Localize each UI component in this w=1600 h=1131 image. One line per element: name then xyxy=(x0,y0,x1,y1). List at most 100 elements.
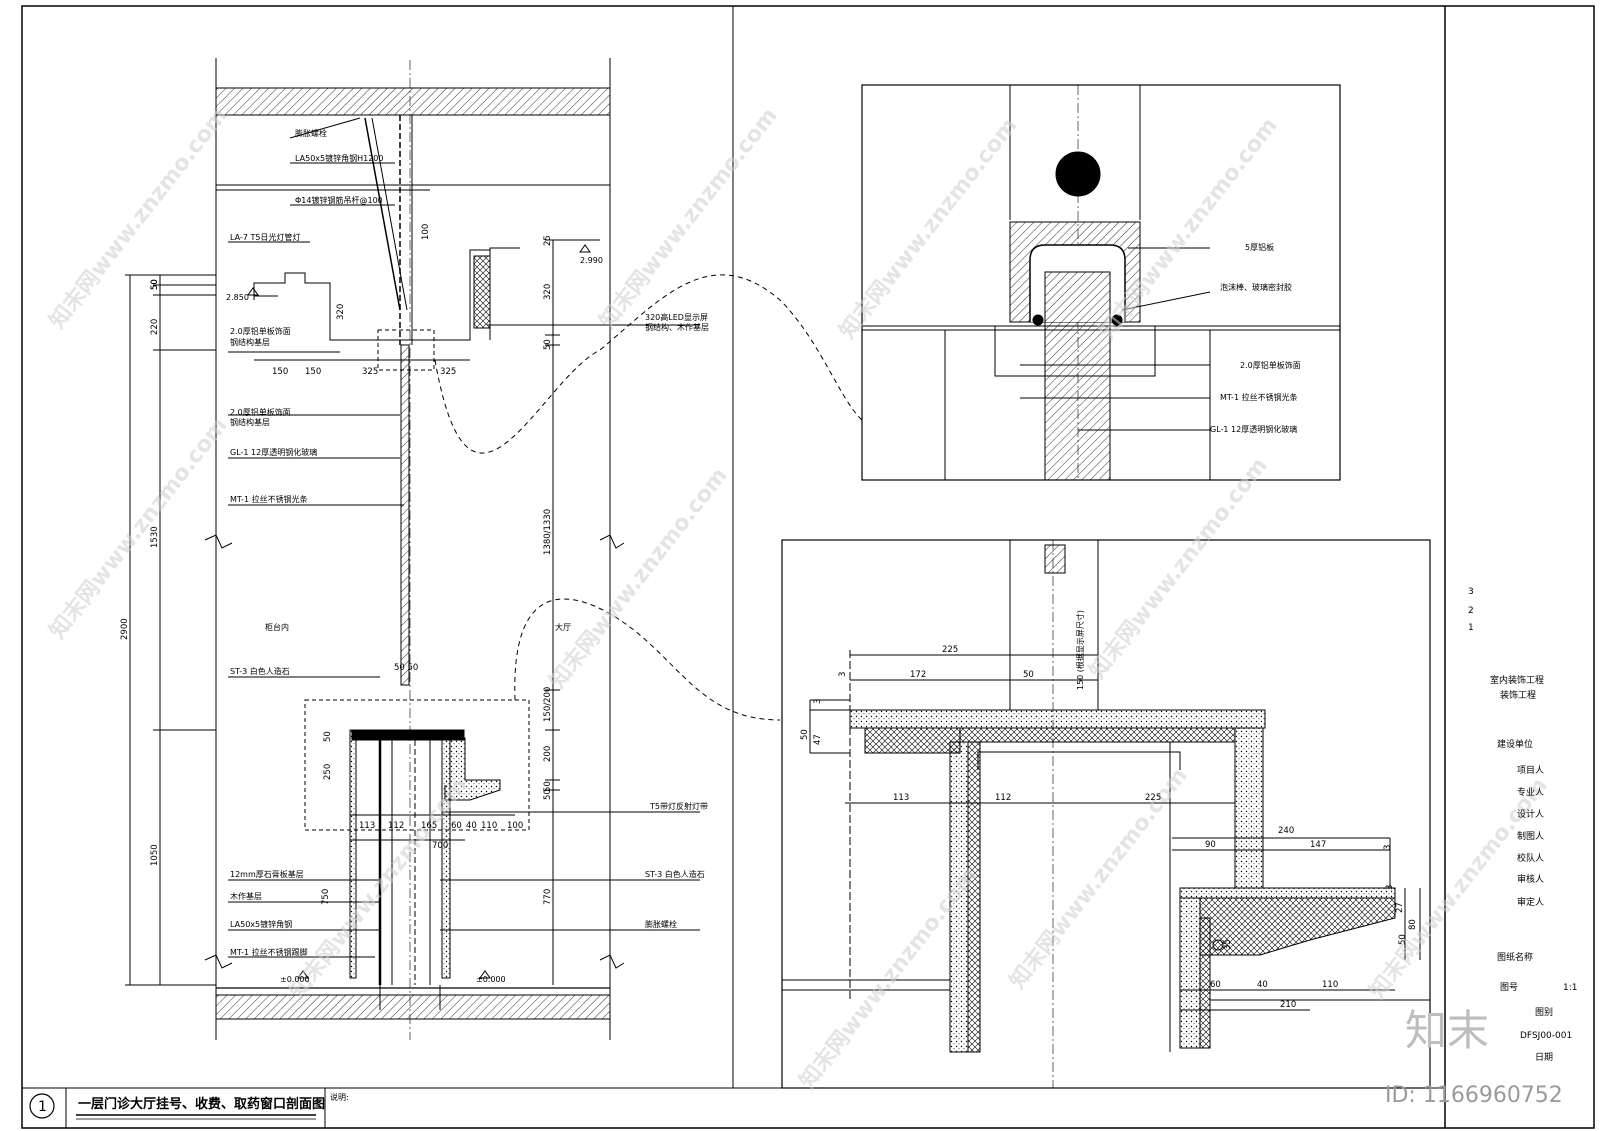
detail-top xyxy=(861,84,1341,481)
dimension-label: 90 xyxy=(1205,840,1216,850)
dimension-label: 113 xyxy=(359,821,375,831)
dimension-label: 50 xyxy=(150,279,160,290)
notes-label: 说明: xyxy=(330,1092,349,1102)
drawing-number: DFSJ00-001 xyxy=(1520,1031,1572,1041)
dimension-label: 3 xyxy=(838,672,848,677)
brand-logo: 知末 xyxy=(1405,1006,1489,1055)
callout-label: 2.0厚铝单板饰面 xyxy=(1240,360,1301,370)
watermark-text: 知末网www.znzmo.com xyxy=(594,103,782,334)
dimension-label: 60 xyxy=(1210,980,1221,990)
dimension-label: 200 xyxy=(543,746,553,762)
dimension-label: 50 xyxy=(1023,670,1034,680)
room-label: 柜台内 xyxy=(265,622,289,632)
scale-value: 1:1 xyxy=(1563,983,1577,993)
dimension-label: 220 xyxy=(150,319,160,335)
callout-label: 钢结构、木作基层 xyxy=(645,322,709,332)
callout-label: Φ14镀锌钢筋吊杆@100 xyxy=(295,195,383,205)
callout-label: 膨胀螺栓 xyxy=(645,919,677,929)
callout-label: 320高LED显示屏 xyxy=(645,312,708,322)
dimension-label: 700 xyxy=(432,841,448,851)
dimension-label: 3 xyxy=(1385,885,1395,890)
elevation-label: ±0.000 xyxy=(476,975,506,984)
callout-label: 钢结构基层 xyxy=(230,337,270,347)
field-label: 制图人 xyxy=(1517,830,1544,842)
field-label: 专业人 xyxy=(1517,786,1544,798)
dimension-label: 50 xyxy=(543,781,553,792)
elevation-labels: 2.850 2.990 ±0.000 ±0.000 xyxy=(226,256,603,984)
elevation-label: 2.850 xyxy=(226,293,249,302)
dimension-label: 225 xyxy=(942,645,958,655)
detail-bottom xyxy=(781,539,1431,1089)
field-label: 审定人 xyxy=(1517,896,1544,908)
footer-title-bar: 1 一层门诊大厅挂号、收费、取药窗口剖面图 说明: xyxy=(29,1092,349,1120)
elevation-label: 2.990 xyxy=(580,256,603,265)
field-label: 建设单位 xyxy=(1497,738,1533,750)
dimension-label: 50 xyxy=(543,339,553,350)
dimension-label: 320 xyxy=(336,304,346,320)
dimension-label: 240 xyxy=(1278,826,1294,836)
dimension-label: 50 xyxy=(800,729,810,740)
dimension-label: 225 xyxy=(1145,793,1161,803)
field-label: 日期 xyxy=(1535,1052,1553,1063)
dimension-label: 210 xyxy=(1280,1000,1296,1010)
drawing-number-circle xyxy=(29,1093,55,1119)
project-subname: 装饰工程 xyxy=(1500,689,1536,701)
callout-label: ST-3 白色人造石 xyxy=(230,666,290,676)
revision-row: 1 xyxy=(1468,623,1474,633)
dimension-label: 50 50 xyxy=(394,663,418,673)
callout-label: MT-1 拉丝不锈钢光条 xyxy=(1220,392,1298,402)
dimension-label: 325 xyxy=(362,367,378,377)
callout-label: 12mm厚石膏板基层 xyxy=(230,869,304,879)
dimension-label: 27 xyxy=(1395,902,1405,913)
sheet-frame xyxy=(21,5,1595,1129)
dimension-label: 35 xyxy=(1223,939,1233,950)
watermark-text: 知末网www.znzmo.com xyxy=(1084,453,1272,684)
dimension-label: 50 xyxy=(150,279,160,290)
callout-label: MT-1 拉丝不锈钢踢脚 xyxy=(230,947,308,957)
dimension-label: 50 xyxy=(543,789,553,800)
callout-label: 2.0厚铝单板饰面 xyxy=(230,407,291,417)
dimension-label: 770 xyxy=(543,889,553,905)
dimension-label: 100 xyxy=(421,224,431,240)
dimension-label: 110 xyxy=(481,821,497,831)
id-label: ID: 1166960752 xyxy=(1385,1083,1563,1108)
dimension-label: 150 xyxy=(305,367,321,377)
dimension-label: 60 xyxy=(451,821,462,831)
callout-label: 膨胀螺栓 xyxy=(295,128,327,138)
dimension-label: 80 xyxy=(1408,919,1418,930)
callout-label: 2.0厚铝单板饰面 xyxy=(230,326,291,336)
dimension-label: 3 xyxy=(1383,845,1393,850)
watermark-layer: 知末网www.znzmo.com 知末网www.znzmo.com 知末网www… xyxy=(44,103,1552,1094)
room-labels: 柜台内 大厅 xyxy=(265,622,571,632)
callout-label: LA50x5镀锌角钢H1200 xyxy=(295,153,384,163)
dimension-label: 2900 xyxy=(120,618,130,640)
drawing-title: 一层门诊大厅挂号、收费、取药窗口剖面图 xyxy=(78,1096,325,1112)
elevation-label: ±0.000 xyxy=(280,975,310,984)
left-section xyxy=(125,58,863,1040)
callout-label: LA50x5镀锌角钢 xyxy=(230,919,292,929)
detail-bottom-vertical-note: 150 (根据显示屏尺寸) xyxy=(1075,610,1085,690)
dimension-label: 113 xyxy=(893,793,909,803)
callout-label: GL-1 12厚透明钢化玻璃 xyxy=(1210,424,1297,434)
field-label: 校队人 xyxy=(1517,852,1544,864)
dimension-label: 165 xyxy=(421,821,437,831)
callout-label: 木作基层 xyxy=(230,891,262,901)
field-label: 图纸名称 xyxy=(1497,951,1533,963)
dimension-label: 1050 xyxy=(150,844,160,866)
callout-label: LA-7 T5日光灯管灯 xyxy=(230,232,300,242)
field-label: 审核人 xyxy=(1517,873,1544,885)
room-label: 大厅 xyxy=(555,622,571,632)
dimension-label: 50 xyxy=(1398,934,1408,945)
watermark-text: 知末网www.znzmo.com xyxy=(1004,763,1192,994)
dimension-label: 750 xyxy=(321,889,331,905)
project-name: 室内装饰工程 xyxy=(1490,674,1544,686)
drawing-number: 1 xyxy=(38,1099,47,1115)
dimension-label: 47 xyxy=(813,734,823,745)
callout-label: MT-1 拉丝不锈钢光条 xyxy=(230,494,308,504)
dimension-label: 250 xyxy=(323,764,333,780)
dimension-label: 1380/1330 xyxy=(543,509,553,555)
